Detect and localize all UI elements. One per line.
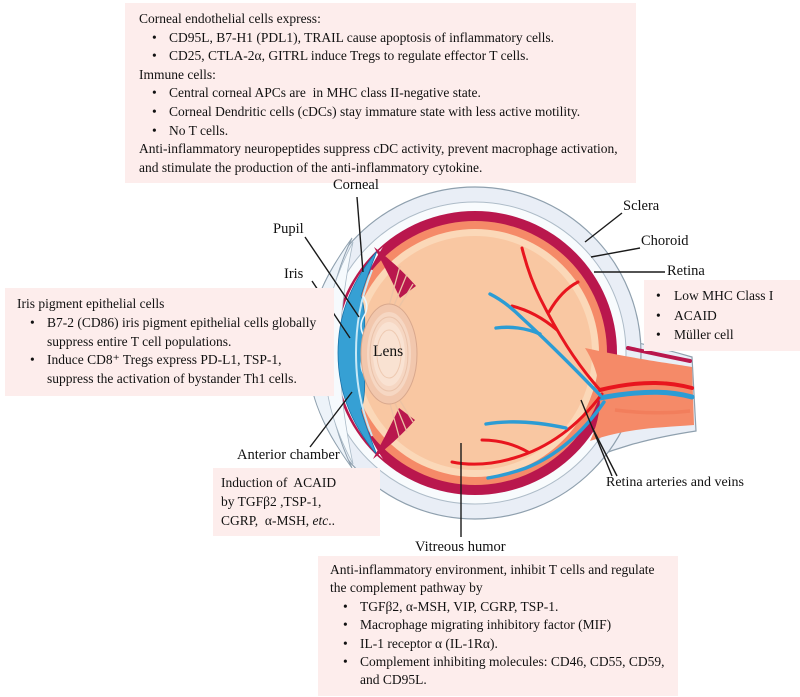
acaid-note-box: Induction of ACAID by TGFβ2 ,TSP-1, CGRP… bbox=[213, 468, 380, 536]
retina-artery bbox=[450, 246, 604, 466]
note-bullet: •Macrophage migrating inhibitory factor … bbox=[343, 617, 612, 633]
note-intro: Anti-inflammatory environment, inhibit T… bbox=[330, 562, 658, 596]
note-bullet: •Müller cell bbox=[656, 327, 734, 342]
note-bullet: •TGFβ2, α-MSH, VIP, CGRP, TSP-1. bbox=[343, 598, 559, 614]
label-iris: Iris bbox=[284, 266, 304, 282]
note-bullet: •Complement inhibiting molecules: CD46, … bbox=[343, 654, 668, 688]
note-bullet: •Low MHC Class I bbox=[656, 288, 774, 303]
lens bbox=[360, 303, 418, 405]
label-lens: Lens bbox=[373, 343, 404, 360]
note-bullet: •ACAID bbox=[656, 307, 717, 323]
leader-choroid bbox=[590, 247, 641, 258]
retina-note-box: •Low MHC Class I •ACAID •Müller cell bbox=[644, 280, 800, 351]
leader-pupil bbox=[304, 236, 360, 318]
note-bullet: •Central corneal APCs are in MHC class I… bbox=[152, 85, 481, 101]
eye-vitreous bbox=[358, 236, 592, 470]
retina-vein bbox=[484, 292, 606, 480]
vitreous-note-box: Anti-inflammatory environment, inhibit T… bbox=[318, 556, 678, 696]
note-bullet: •Corneal Dendritic cells (cDCs) stay imm… bbox=[152, 103, 581, 119]
leader-vessels-2 bbox=[591, 426, 618, 477]
label-retina: Retina bbox=[667, 263, 705, 279]
note-bullet: •CD95L, B7-H1 (PDL1), TRAIL cause apopto… bbox=[152, 29, 555, 45]
note-line: Induction of ACAID bbox=[221, 475, 337, 490]
nerve-vein bbox=[597, 389, 695, 401]
note-footer: Anti-inflammatory neuropeptides suppress… bbox=[139, 141, 625, 175]
leader-sclera bbox=[584, 212, 623, 243]
note-line: CGRP, α-MSH, etc.. bbox=[221, 513, 335, 528]
note-title: Iris pigment epithelial cells bbox=[17, 296, 165, 311]
note-bullet: •B7-2 (CD86) iris pigment epithelial cel… bbox=[30, 314, 320, 349]
label-retina-vessels: Retina arteries and veins bbox=[606, 475, 745, 490]
label-corneal: Corneal bbox=[333, 177, 379, 193]
ciliary-wedges bbox=[373, 247, 416, 459]
label-pupil: Pupil bbox=[273, 221, 304, 237]
note-subtitle: Immune cells: bbox=[139, 66, 216, 82]
leader-corneal bbox=[356, 196, 364, 273]
leader-lines bbox=[304, 196, 665, 537]
note-bullet: •CD25, CTLA-2α, GITRL induce Tregs to re… bbox=[152, 48, 529, 64]
note-bullet: •Induce CD8⁺ Tregs express PD-L1, TSP-1,… bbox=[30, 352, 297, 387]
label-sclera: Sclera bbox=[623, 198, 660, 214]
note-bullet: •IL-1 receptor α (IL-1Rα). bbox=[343, 635, 498, 651]
leader-anterior-chamber bbox=[309, 391, 353, 448]
iris-note-box: Iris pigment epithelial cells •B7-2 (CD8… bbox=[5, 288, 334, 396]
note-title: Corneal endothelial cells express: bbox=[139, 11, 321, 26]
label-anterior-chamber: Anterior chamber bbox=[237, 447, 340, 463]
leader-vessels-1 bbox=[580, 399, 613, 477]
optic-nerve-interior bbox=[585, 346, 695, 441]
note-bullet: •No T cells. bbox=[152, 122, 229, 138]
label-choroid: Choroid bbox=[641, 233, 689, 249]
nerve-artery bbox=[598, 381, 694, 392]
note-line: by TGFβ2 ,TSP-1, bbox=[221, 494, 322, 509]
corneal-note-box: Corneal endothelial cells express: •CD95… bbox=[125, 3, 636, 184]
label-vitreous-humor: Vitreous humor bbox=[415, 539, 506, 555]
